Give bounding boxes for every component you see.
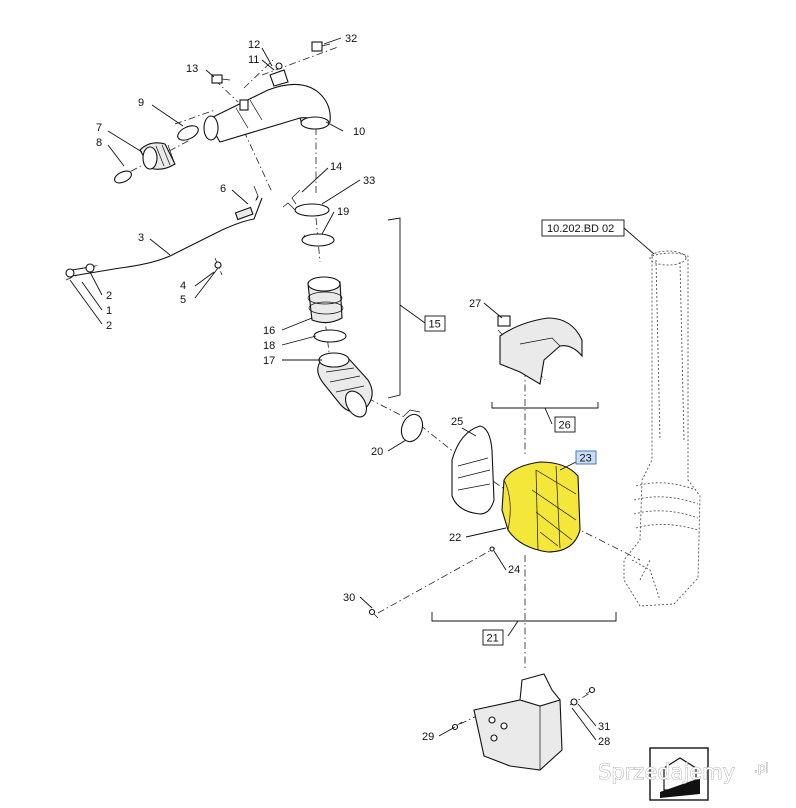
highlight-fill <box>501 461 581 553</box>
callout-2b: 2 <box>106 320 112 332</box>
mounting-bracket-28 <box>473 673 563 771</box>
mounting-cradle-26 <box>497 315 583 385</box>
callout-9: 9 <box>138 97 144 109</box>
callout-4: 4 <box>180 280 186 292</box>
callout-10: 10 <box>353 126 365 138</box>
callout-8: 8 <box>96 137 102 149</box>
page-navigation-icon[interactable] <box>649 747 709 801</box>
group-bracket-15 <box>387 217 426 399</box>
callout-13: 13 <box>186 63 198 75</box>
watermark: Sprzedajemy .pl <box>598 760 770 785</box>
callout-25: 25 <box>451 416 463 428</box>
boxed-callout-26: 26 <box>559 420 571 432</box>
boxed-callout-23: 23 <box>580 453 592 465</box>
upper-intake-tube <box>203 83 331 143</box>
air-cleaner-23-highlighted <box>501 461 581 553</box>
callout-33: 33 <box>363 175 375 187</box>
elbow-17 <box>317 352 373 418</box>
callout-6: 6 <box>220 183 226 195</box>
callout-19: 19 <box>337 206 349 218</box>
callout-20: 20 <box>371 446 383 458</box>
callout-11: 11 <box>248 54 259 66</box>
callout-24: 24 <box>508 564 520 576</box>
callout-3: 3 <box>138 232 144 244</box>
callout-22: 22 <box>449 532 461 544</box>
hose-coupler-7-9 <box>114 125 199 184</box>
ghost-exhaust-stack <box>623 250 701 607</box>
watermark-suffix: .pl <box>754 761 769 775</box>
callout-27: 27 <box>469 298 481 310</box>
boxed-callouts: 15 26 23 21 10.202.BD 02 <box>424 219 625 646</box>
boxed-callout-21: 21 <box>487 633 499 645</box>
boxed-callout-15: 15 <box>429 319 441 331</box>
callout-14: 14 <box>330 161 342 173</box>
sensor-13 <box>211 74 231 84</box>
drain-hose-3-6 <box>65 185 263 278</box>
callout-17: 17 <box>263 355 275 367</box>
callout-18: 18 <box>263 340 275 352</box>
fitting-11-12 <box>269 62 289 87</box>
callout-31: 31 <box>598 721 610 733</box>
reference-callout: 10.202.BD 02 <box>547 223 614 235</box>
callout-1: 1 <box>106 305 112 317</box>
callout-16: 16 <box>263 325 275 337</box>
callout-7: 7 <box>96 122 102 134</box>
callout-29: 29 <box>422 731 434 743</box>
callout-30: 30 <box>343 592 355 604</box>
group-bracket-26 <box>491 402 599 425</box>
leader-lines <box>69 37 655 741</box>
group-bracket-21 <box>431 612 617 637</box>
watermark-text: Sprzedajemy <box>598 760 735 784</box>
plug-32 <box>311 41 331 52</box>
bolts <box>368 546 596 731</box>
callout-32: 32 <box>345 33 357 45</box>
callout-5: 5 <box>180 294 186 306</box>
callout-2a: 2 <box>106 290 112 302</box>
filter-cover-25 <box>451 425 495 515</box>
clamps <box>282 189 424 443</box>
callout-12: 12 <box>248 39 260 51</box>
callout-28: 28 <box>598 736 610 748</box>
callout-labels: 12 11 32 13 9 7 8 10 6 3 4 5 2 1 2 14 33… <box>96 33 610 748</box>
rubber-sleeve-16 <box>307 276 344 324</box>
